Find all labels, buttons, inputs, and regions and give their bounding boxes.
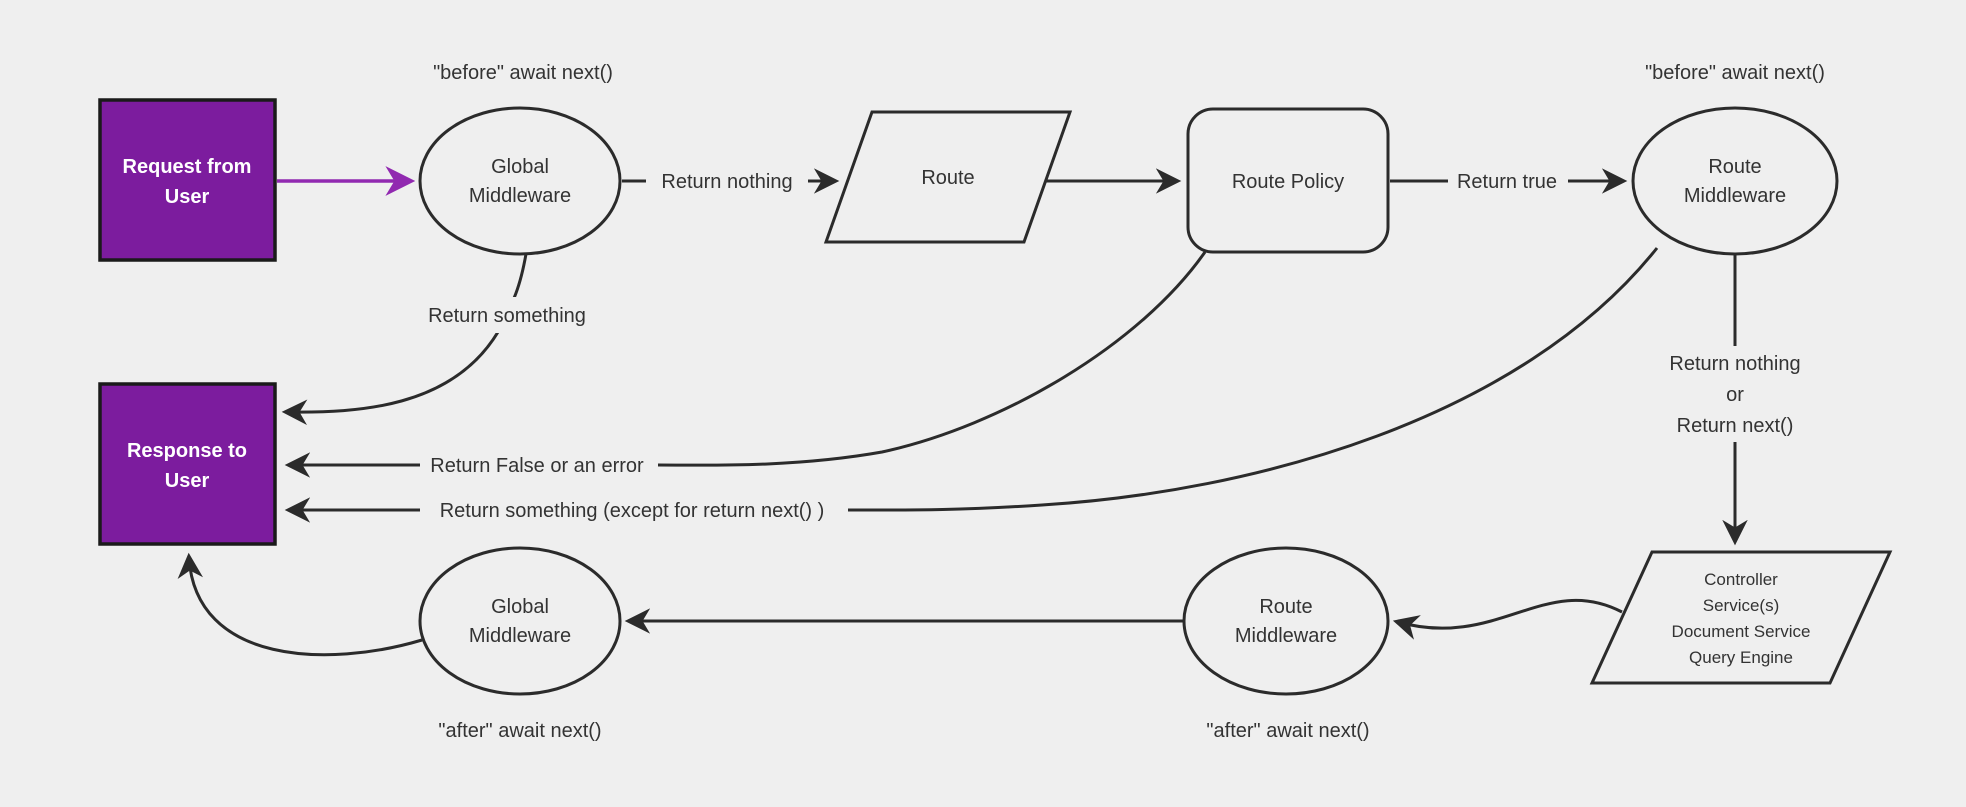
mask-return-something-except	[420, 492, 848, 528]
label-after-await-next-middle: "after" await next()	[1206, 720, 1369, 742]
node-route-middleware-top: Route Middleware	[1631, 106, 1839, 256]
label-return-true: Return true	[1457, 171, 1557, 193]
route-label: Route	[921, 167, 974, 189]
response-to-user-box	[98, 382, 277, 546]
node-global-middleware-top: Global Middleware	[418, 106, 622, 256]
route-middleware-bottom-label-line2: Middleware	[1235, 625, 1337, 647]
route-parallelogram	[823, 110, 1073, 244]
mask-return-something	[418, 297, 598, 333]
edge-route-middleware-return-something-to-response	[284, 247, 1659, 523]
global-middleware-bottom-ellipse	[418, 546, 622, 696]
route-middleware-bottom-label-line1: Route	[1259, 596, 1312, 618]
global-middleware-top-label-line2: Middleware	[469, 185, 571, 207]
route-policy-label: Route Policy	[1232, 171, 1344, 193]
edge-route-policy-return-false-to-response	[284, 251, 1207, 478]
edge-global-middleware-return-something-to-response	[281, 253, 528, 426]
response-to-user-label-line2: User	[165, 470, 210, 492]
request-from-user-label-line1: Request from	[123, 156, 252, 178]
global-middleware-top-ellipse	[418, 106, 622, 256]
label-after-await-next-left: "after" await next()	[438, 720, 601, 742]
label-return-nothing-or-next-line2: or	[1726, 384, 1744, 406]
node-request-from-user: Request from User	[98, 98, 277, 262]
request-from-user-label-line2: User	[165, 186, 210, 208]
controller-label-line4: Query Engine	[1689, 648, 1793, 667]
route-middleware-top-ellipse	[1631, 106, 1839, 256]
mask-return-nothing	[646, 163, 808, 199]
node-route-middleware-bottom: Route Middleware	[1182, 546, 1390, 696]
route-middleware-top-label-line1: Route	[1708, 156, 1761, 178]
response-to-user-label-line1: Response to	[127, 440, 247, 462]
node-response-to-user: Response to User	[98, 382, 277, 546]
global-middleware-top-label-line1: Global	[491, 156, 549, 178]
mask-return-nothing-or-next	[1642, 346, 1828, 442]
request-from-user-box	[98, 98, 277, 262]
label-before-await-next-left: "before" await next()	[433, 62, 613, 84]
node-route-policy: Route Policy	[1186, 107, 1390, 254]
mask-return-false	[420, 447, 658, 483]
global-middleware-bottom-label-line2: Middleware	[469, 625, 571, 647]
node-route: Route	[823, 110, 1073, 244]
route-middleware-bottom-ellipse	[1182, 546, 1390, 696]
edge-controller-to-route-middleware-bottom	[1392, 598, 1623, 640]
route-policy-box	[1186, 107, 1390, 254]
label-return-nothing-or-next-line3: Return next()	[1677, 415, 1794, 437]
global-middleware-bottom-label-line1: Global	[491, 596, 549, 618]
label-before-await-next-right: "before" await next()	[1645, 62, 1825, 84]
label-return-nothing-or-next-line1: Return nothing	[1669, 353, 1800, 375]
controller-parallelogram	[1589, 550, 1893, 685]
label-return-something: Return something	[428, 305, 586, 327]
mask-return-true	[1448, 163, 1568, 199]
controller-label-line3: Document Service	[1672, 622, 1811, 641]
node-controller-services: Controller Service(s) Document Service Q…	[1589, 550, 1893, 685]
route-middleware-top-label-line2: Middleware	[1684, 185, 1786, 207]
controller-label-line2: Service(s)	[1703, 596, 1780, 615]
controller-label-line1: Controller	[1704, 570, 1778, 589]
label-return-false-or-error: Return False or an error	[430, 455, 644, 477]
node-global-middleware-bottom: Global Middleware	[418, 546, 622, 696]
label-return-nothing: Return nothing	[661, 171, 792, 193]
label-return-something-except: Return something (except for return next…	[440, 500, 825, 522]
edge-global-middleware-bottom-to-response	[177, 552, 423, 657]
